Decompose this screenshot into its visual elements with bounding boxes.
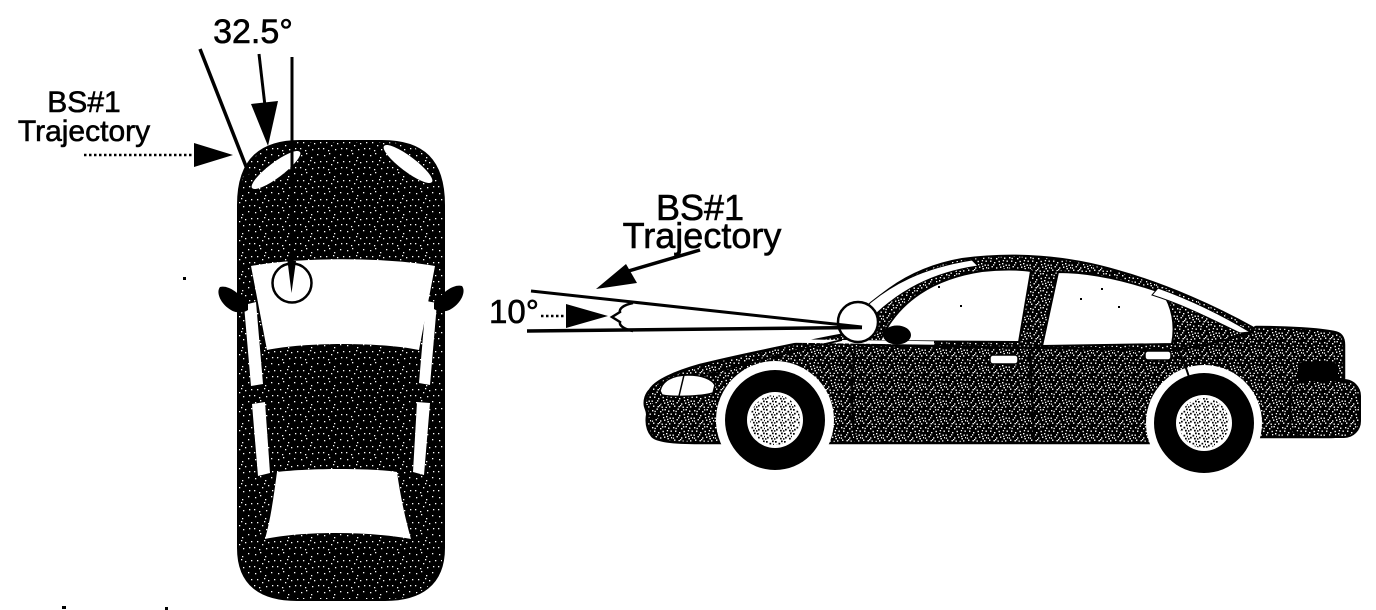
side-angle-mark — [609, 301, 634, 333]
top-angle-label: 32.5° — [213, 13, 293, 51]
front-bumper-step-line1 — [645, 402, 662, 407]
top-car-right-headlight — [383, 144, 433, 184]
scan-specks — [62, 277, 186, 610]
side-car-front-window — [878, 268, 1033, 344]
side-view-car — [643, 254, 1361, 481]
top-trajectory-tip — [287, 261, 296, 293]
side-angle-label: 10° — [489, 293, 539, 330]
top-bs1-label: BS#1 — [47, 86, 120, 119]
top-view-annotations: 32.5° BS#1 Trajectory — [18, 13, 313, 304]
top-angle-arrow-shaft — [257, 53, 267, 107]
top-car-right-front-window — [419, 301, 437, 385]
side-view-annotations: BS#1 Trajectory 10° — [489, 187, 880, 344]
top-car-rear-window — [265, 469, 411, 539]
side-car-headlight — [659, 374, 716, 398]
front-bumper-step-line2 — [647, 415, 665, 420]
top-angle-arrowhead — [251, 101, 278, 146]
side-car-quarter-window — [1151, 287, 1252, 334]
top-trajectory-label: Trajectory — [18, 115, 150, 148]
side-bs1-label: BS#1 — [656, 187, 744, 228]
side-pointer-arrow-shaft — [624, 248, 701, 274]
side-car-headlight-divider — [678, 374, 685, 397]
rear-door-handle — [1144, 350, 1172, 361]
front-door-handle — [989, 354, 1019, 365]
top-view-car — [218, 140, 464, 601]
top-car-left-mirror — [218, 286, 248, 313]
top-pointer-arrowhead — [194, 143, 233, 167]
top-car-left-headlight — [251, 150, 301, 190]
side-trajectory-label: Trajectory — [623, 215, 782, 256]
top-car-right-rear-window — [413, 402, 430, 475]
window-specks — [906, 286, 1120, 308]
side-trajectory-lower-line — [526, 325, 863, 333]
rear-door-seam — [1175, 346, 1191, 383]
side-car-mirror — [883, 325, 911, 345]
side-pointer-arrowhead — [596, 264, 637, 289]
rear-bumper — [1289, 379, 1361, 438]
front-hub — [750, 395, 800, 445]
rear-hub — [1179, 398, 1229, 448]
side-trajectory-upper-line — [530, 289, 863, 329]
top-car-right-mirror — [434, 285, 464, 312]
side-angle-arrowhead — [566, 304, 608, 328]
side-impact-circle — [836, 300, 880, 344]
b-pillar-seam — [1029, 349, 1035, 444]
taillight — [1298, 362, 1338, 384]
top-car-left-rear-window — [252, 402, 270, 476]
front-door-seam — [851, 346, 857, 444]
top-trajectory-line-left — [198, 48, 251, 175]
top-car-left-front-window — [244, 302, 263, 386]
